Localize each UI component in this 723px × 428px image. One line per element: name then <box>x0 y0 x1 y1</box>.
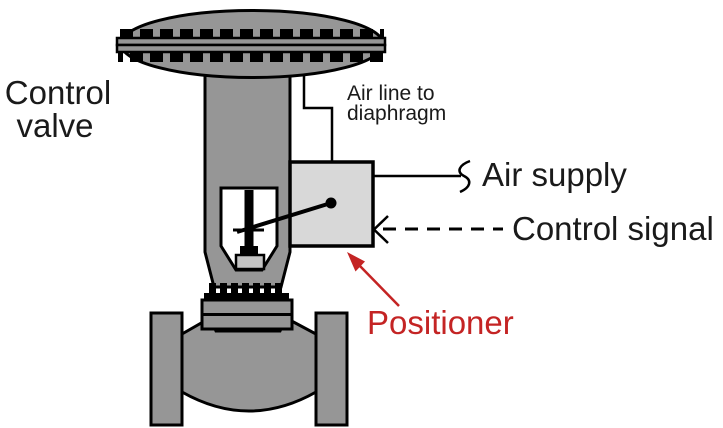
callout-arrow-head <box>347 252 365 272</box>
stud-base-plate <box>204 293 289 300</box>
pipe-flange-left <box>149 311 184 427</box>
linkage-arm <box>236 201 332 234</box>
air-line-to-diaphragm <box>302 74 334 161</box>
control-valve-label-line2: valve <box>16 107 93 144</box>
pipe-flange-right <box>314 311 349 427</box>
diaphragm-flange-bolts <box>115 29 387 62</box>
stem-connector-block <box>234 253 266 271</box>
feedback-linkage <box>236 197 337 234</box>
stud-row <box>208 283 285 293</box>
positioner-callout-arrow <box>347 252 400 307</box>
callout-arrow-shaft <box>357 263 400 307</box>
stem-foot <box>240 246 258 256</box>
bonnet-flange <box>200 298 294 331</box>
control-valve-label-line1: Control <box>5 74 111 111</box>
positioner-box <box>288 160 375 248</box>
air-line-label-line2: diaphragm <box>347 102 446 125</box>
bonnet-studs <box>204 283 289 300</box>
control-signal-arrowhead <box>372 215 389 244</box>
air-line-label-line1: Air line to <box>347 82 435 105</box>
flange-plate-lower <box>115 43 387 54</box>
air-supply-label: Air supply <box>482 156 627 193</box>
positioner-label: Positioner <box>367 304 514 341</box>
linkage-pivot-dot <box>325 197 337 209</box>
valve-stem <box>244 190 254 248</box>
control-signal-label: Control signal <box>512 210 714 247</box>
air-supply-break-symbol <box>458 159 471 194</box>
bolt-row-top <box>118 29 384 38</box>
bolt-row-bottom <box>118 52 384 62</box>
valve-body <box>180 315 318 413</box>
